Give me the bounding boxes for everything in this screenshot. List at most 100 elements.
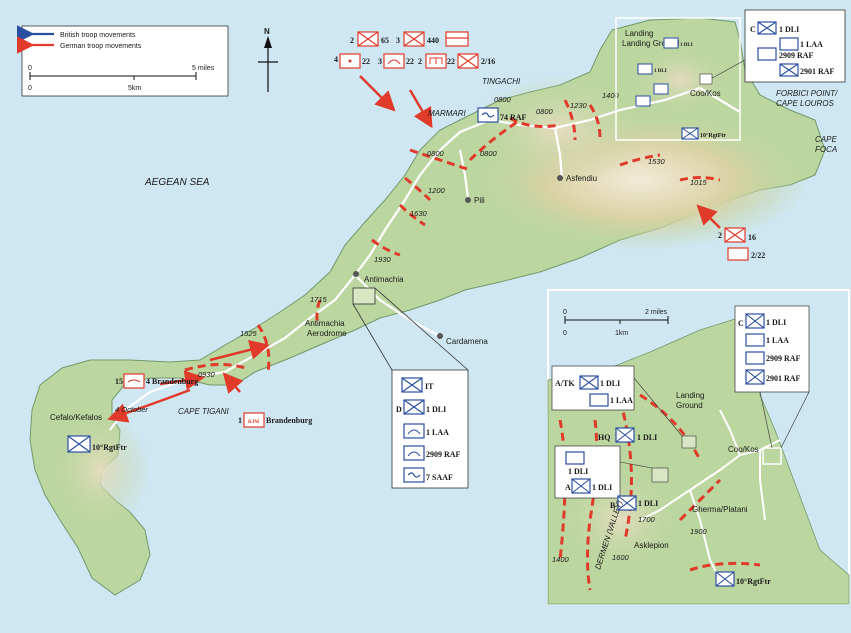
scale-end-top: 5 miles — [192, 65, 215, 72]
cardamena-marker — [437, 333, 443, 339]
svg-text:Brandenburg: Brandenburg — [266, 416, 312, 425]
aa-unit-icon — [403, 423, 425, 439]
svg-text:KJM: KJM — [248, 420, 259, 425]
landing-ground-label: Landing Ground — [622, 39, 679, 48]
svg-text:7 SAAF: 7 SAAF — [426, 473, 453, 482]
svg-text:1 DLI: 1 DLI — [600, 379, 620, 388]
time-0800: 0800 — [480, 149, 498, 158]
svg-text:2/16: 2/16 — [481, 57, 495, 66]
svg-text:2/22: 2/22 — [751, 251, 765, 260]
time-1015: 1015 — [690, 178, 708, 187]
brandenburg-units: 15 4 Brandenburg 1 KJM Brandenburg — [115, 373, 312, 428]
hq-unit-icon — [637, 63, 653, 75]
svg-text:74 RAF: 74 RAF — [500, 113, 527, 122]
svg-text:1 DLI: 1 DLI — [426, 405, 446, 414]
detail-coo-kos: Coo/Kos — [728, 445, 759, 454]
svg-text:1 DLI: 1 DLI — [637, 433, 657, 442]
legend-box: British troop movements German troop mov… — [16, 25, 229, 97]
aa-unit-icon — [745, 333, 765, 347]
svg-text:2901 RAF: 2901 RAF — [766, 374, 801, 383]
svg-text:1 LAA: 1 LAA — [426, 428, 449, 437]
svg-text:10°RgtFtr: 10°RgtFtr — [92, 443, 127, 452]
svg-text:2909 RAF: 2909 RAF — [426, 450, 461, 459]
infantry-unit-icon — [653, 83, 669, 95]
time-1930: 1930 — [374, 255, 392, 264]
german-advance-lines — [184, 99, 721, 373]
time-labels: 0800 0800 0800 0800 1230 1400 1200 1630 … — [198, 91, 708, 379]
cape-foca-label-1: CAPE — [815, 135, 837, 144]
company-unit-icon — [565, 451, 585, 465]
aerodrome-marker — [352, 287, 376, 305]
cape-louros-label: CAPE LOUROS — [776, 99, 834, 108]
detail-landing-ground-1: Landing — [676, 391, 704, 400]
detail-landing-ground-2: Ground — [676, 401, 703, 410]
svg-text:B: B — [610, 501, 616, 510]
svg-text:4: 4 — [334, 55, 338, 64]
svg-text:2 miles: 2 miles — [645, 309, 668, 316]
svg-text:1 DLI: 1 DLI — [654, 69, 667, 74]
cardamena-label: Cardamena — [446, 337, 488, 346]
marmari-label: MARMARI — [428, 109, 467, 118]
svg-text:16: 16 — [748, 233, 756, 242]
kefalos-terrain — [50, 410, 150, 530]
time-1525: 1525 — [240, 329, 258, 338]
unit-74-raf: 74 RAF — [477, 107, 527, 123]
north-arrow: N — [258, 27, 278, 92]
svg-text:15: 15 — [115, 377, 123, 386]
british-legend-label: British troop movements — [60, 32, 136, 39]
detail-inset-map: 0 2 miles 0 1km C 1 DLI 1 LAA 2909 RAF 2… — [547, 289, 850, 605]
british-troop-arrows — [107, 388, 191, 423]
german-units-east: 2 16 2/22 — [718, 227, 765, 261]
svg-text:2901 RAF: 2901 RAF — [800, 67, 835, 76]
svg-text:1 LAA: 1 LAA — [800, 40, 823, 49]
svg-text:0: 0 — [563, 330, 567, 337]
aerodrome-inset: IT D 1 DLI 1 LAA 2909 RAF 7 SAAF — [352, 287, 469, 489]
svg-text:1 DLI: 1 DLI — [592, 483, 612, 492]
svg-text:440: 440 — [427, 36, 439, 45]
time-1400: 1400 — [602, 91, 620, 100]
kos-town-area-box — [615, 17, 741, 141]
antimachia-aerodrome-label-1: Antimachia — [305, 319, 345, 328]
atk-unit-icon — [663, 37, 679, 49]
svg-text:22: 22 — [362, 57, 370, 66]
svg-text:1: 1 — [238, 416, 242, 425]
landing-ground-label-1: Landing — [625, 29, 653, 38]
road-network — [109, 86, 741, 431]
coo-kos-label: Coo/Kos — [690, 89, 721, 98]
scale-end-bottom: 5km — [128, 85, 141, 92]
svg-text:1 DLI: 1 DLI — [568, 467, 588, 476]
svg-text:C: C — [738, 319, 744, 328]
svg-text:10°RgtFtr: 10°RgtFtr — [736, 577, 771, 586]
place-labels: Landing Landing Ground Coo/Kos FORBICI P… — [50, 29, 838, 422]
detail-asklepion: Asklepion — [634, 541, 669, 550]
hill-terrain — [630, 45, 730, 115]
naval-unit-icon — [445, 31, 469, 47]
asfendiu-marker — [557, 175, 563, 181]
cape-tigani-label: CAPE TIGANI — [178, 407, 229, 416]
time-1530: 1530 — [648, 157, 666, 166]
engineer-unit-icon — [727, 247, 749, 261]
scale-zero-top: 0 — [28, 65, 32, 72]
date-label: 4 October — [115, 405, 148, 414]
svg-text:1700: 1700 — [638, 515, 656, 524]
svg-text:1 DLI: 1 DLI — [680, 43, 693, 48]
time-0800: 0800 — [427, 149, 445, 158]
svg-text:22: 22 — [406, 57, 414, 66]
svg-text:2: 2 — [418, 57, 422, 66]
svg-text:1km: 1km — [615, 330, 628, 337]
time-0800: 0800 — [494, 95, 512, 104]
north-label: N — [264, 27, 270, 36]
svg-text:0: 0 — [563, 309, 567, 316]
svg-text:1 LAA: 1 LAA — [610, 396, 633, 405]
asfendiu-label: Asfendiu — [566, 174, 597, 183]
time-0800: 0800 — [536, 107, 554, 116]
antimachia-marker — [353, 271, 359, 277]
svg-text:1900: 1900 — [690, 527, 708, 536]
svg-text:C: C — [750, 25, 756, 34]
unit-10-rgtftr-kefalos: 10°RgtFtr — [67, 435, 127, 453]
aa-unit-icon — [779, 37, 799, 51]
german-legend-label: German troop movements — [60, 43, 142, 50]
svg-text:2909 RAF: 2909 RAF — [766, 354, 801, 363]
kos-town-inset: C 1 DLI 1 LAA 2909 RAF 2901 RAF 10°RgtFt… — [615, 9, 846, 141]
